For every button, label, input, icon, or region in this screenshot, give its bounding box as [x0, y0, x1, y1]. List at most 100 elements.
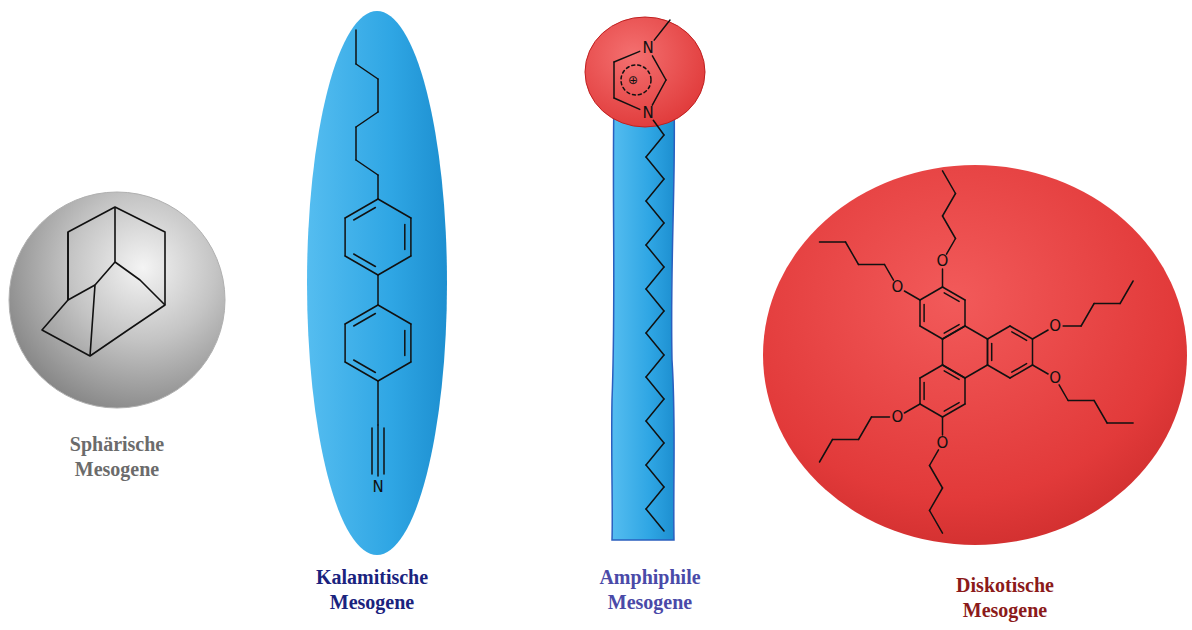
bond-line — [1120, 281, 1133, 304]
atom-label: N — [642, 41, 653, 56]
atom-label: N — [642, 106, 653, 121]
class-label: Amphiphile Mesogene — [575, 565, 725, 615]
bond-line — [356, 112, 378, 127]
bond-line — [944, 293, 959, 302]
bond-line — [930, 488, 943, 511]
bond-line — [354, 314, 376, 327]
bond-line — [646, 487, 664, 509]
bond-line — [1094, 401, 1107, 424]
atom-label: O — [937, 254, 949, 269]
bond-line — [942, 339, 944, 365]
atom-label: O — [1049, 319, 1061, 334]
bond-line — [652, 56, 666, 80]
bond-line — [646, 311, 664, 333]
bond-line — [377, 275, 379, 305]
atom-label: O — [1049, 371, 1061, 386]
bond-line — [942, 417, 944, 435]
bond-line — [646, 509, 664, 531]
bond-line — [1068, 400, 1094, 402]
bond-line — [1032, 339, 1034, 365]
bond-line — [404, 225, 406, 250]
bond-line — [859, 417, 872, 440]
bond-line — [371, 428, 373, 474]
class-label: Kalamitische Mesogene — [297, 565, 447, 615]
bond-line — [653, 120, 664, 135]
bond-line — [646, 399, 664, 421]
bond-line — [646, 179, 664, 201]
bond-line — [377, 425, 379, 476]
bond-line — [943, 194, 956, 217]
bond-line — [965, 365, 988, 378]
bond-line — [377, 175, 379, 199]
bond-line — [378, 362, 411, 381]
bond-line — [378, 305, 411, 324]
bond-line — [646, 355, 664, 377]
amphiphile-tail — [612, 100, 675, 540]
bond-line — [1059, 385, 1068, 401]
bond-line — [964, 300, 966, 326]
bond-line — [923, 304, 925, 321]
bond-line — [988, 326, 1011, 339]
bond-line — [646, 201, 664, 223]
bond-line — [646, 421, 664, 443]
bond-line — [654, 20, 670, 40]
bond-line — [354, 254, 376, 267]
bond-line — [646, 223, 664, 245]
bond-line — [965, 326, 988, 339]
bond-line — [614, 98, 640, 109]
bond-line — [920, 365, 943, 378]
bond-line — [378, 256, 411, 275]
bond-line — [377, 79, 379, 112]
bond-line — [943, 216, 956, 239]
bond-line — [646, 245, 664, 267]
bond-line — [646, 443, 664, 465]
bond-line — [383, 428, 385, 474]
bond-line — [833, 439, 859, 441]
adamantane-structure — [42, 207, 165, 356]
bond-line — [987, 339, 989, 365]
bond-line — [944, 371, 959, 380]
class-label: Sphärische Mesogene — [42, 432, 192, 482]
bond-line — [1063, 325, 1081, 327]
atom-label: O — [892, 280, 904, 295]
atom-label: ⊕ — [628, 74, 638, 86]
bond-line — [344, 324, 346, 362]
discotic-disc — [763, 165, 1187, 545]
bond-line — [356, 160, 378, 175]
bond-line — [404, 331, 406, 356]
bond-line — [942, 269, 944, 287]
bond-line — [1107, 422, 1133, 424]
bond-line — [859, 264, 885, 266]
bond-line — [646, 333, 664, 355]
bond-line — [355, 127, 357, 160]
atom-label: N — [372, 480, 383, 495]
bond-line — [646, 157, 664, 179]
bond-line — [964, 378, 966, 404]
bond-line — [646, 267, 664, 289]
bond-line — [944, 325, 959, 334]
bond-line — [920, 326, 943, 339]
bond-line — [1094, 303, 1120, 305]
atom-label: O — [937, 436, 949, 451]
bond-line — [919, 300, 921, 326]
bond-line — [356, 64, 378, 79]
bond-line — [920, 404, 943, 417]
bond-line — [920, 287, 943, 300]
bond-line — [820, 241, 846, 243]
bond-line — [378, 199, 411, 218]
bond-line — [1033, 365, 1049, 374]
bond-line — [410, 324, 412, 362]
bond-line — [652, 80, 666, 105]
bond-line — [930, 450, 939, 466]
bond-line — [987, 339, 989, 365]
bond-line — [885, 265, 894, 281]
bond-line — [354, 360, 376, 373]
structure-bonds — [345, 20, 1133, 533]
bond-line — [820, 440, 833, 463]
bond-line — [991, 343, 993, 360]
amphiphile-head — [585, 17, 705, 127]
bond-line — [613, 62, 615, 98]
bond-line — [410, 218, 412, 256]
